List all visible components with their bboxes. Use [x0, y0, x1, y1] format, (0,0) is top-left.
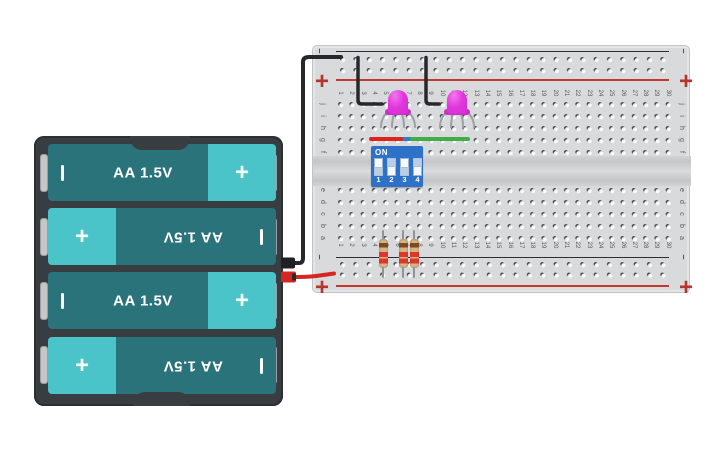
minus-terminal-icon [61, 164, 64, 181]
resistor-pin [413, 230, 416, 242]
resistor-pin [382, 230, 385, 242]
plus-terminal-icon: + [234, 158, 249, 186]
battery-pack[interactable]: AA 1.5V + + AA 1.5V AA 1.5V + + AA 1.5V [34, 136, 283, 406]
dip-switch-handle[interactable] [375, 159, 382, 167]
plus-terminal-icon: + [74, 222, 89, 250]
dip-switch-lever-3[interactable] [400, 158, 409, 176]
grid-holes-bottom[interactable] [334, 184, 674, 244]
battery-positive-cap: + [48, 208, 116, 265]
top-positive-rail-line [336, 79, 669, 81]
plus-terminal-icon: + [74, 351, 89, 379]
battery-contact-tab [40, 154, 48, 192]
top-negative-rail-line [336, 50, 669, 53]
minus-terminal-icon [260, 228, 263, 245]
connector-tip [292, 273, 296, 281]
pack-notch [130, 136, 190, 150]
resistor-pin [402, 267, 405, 278]
dip-switch-lever-2[interactable] [387, 158, 396, 176]
battery-contact-tab [40, 346, 48, 384]
bottom-negative-rail-line [336, 256, 669, 259]
dip-switch-handle[interactable] [414, 167, 421, 175]
led-dome [447, 90, 467, 114]
rail-to-led1-wire[interactable] [356, 55, 384, 106]
dip-switch-number: 3 [402, 175, 407, 184]
dip-switch-lever-4[interactable] [413, 158, 422, 176]
rgb-led-1[interactable] [376, 86, 420, 132]
dip-switch-handle[interactable] [401, 159, 408, 167]
pack-notch [133, 392, 190, 406]
bottom-positive-rail-line [336, 285, 669, 287]
dip-switch-handle[interactable] [388, 167, 395, 175]
resistor-pin [402, 230, 405, 242]
dip-switch-number: 2 [389, 175, 394, 184]
dip-switch-number: 4 [415, 175, 420, 184]
battery-positive-cap: + [208, 272, 276, 329]
battery-cell-1[interactable]: AA 1.5V + [48, 144, 276, 201]
resistor-body [409, 239, 419, 268]
resistor-3[interactable] [407, 227, 421, 279]
battery-positive-cap: + [48, 337, 116, 394]
dip-on-label: ON [375, 148, 388, 157]
rail-to-led2-wire[interactable] [424, 55, 441, 106]
plus-terminal-icon: + [234, 286, 249, 314]
resistor-body [378, 239, 388, 268]
battery-negative-wire[interactable] [291, 55, 343, 265]
battery-contact-tab [40, 282, 48, 320]
negative-wire-connector[interactable] [281, 257, 295, 269]
battery-cell-4[interactable]: + AA 1.5V [48, 337, 276, 394]
bottom-rail-holes[interactable] [336, 258, 670, 280]
dip-switch-lever-1[interactable] [374, 158, 383, 176]
battery-positive-wire[interactable] [294, 271, 336, 280]
battery-label: AA 1.5V [113, 164, 173, 181]
top-rail-holes[interactable] [336, 53, 670, 75]
resistor-pin [413, 267, 416, 278]
resistor-2[interactable] [396, 227, 410, 279]
battery-cell-3[interactable]: AA 1.5V + [48, 272, 276, 329]
resistor-pin [382, 267, 385, 278]
led-dome [388, 90, 408, 114]
battery-cell-2[interactable]: + AA 1.5V [48, 208, 276, 265]
battery-label: AA 1.5V [113, 292, 173, 309]
minus-terminal-icon [260, 357, 263, 374]
minus-terminal-icon [61, 292, 64, 309]
resistor-1[interactable] [376, 227, 390, 279]
battery-contact-tab [40, 218, 48, 256]
battery-positive-cap: + [208, 144, 276, 201]
resistor-body [398, 239, 408, 268]
dip-switch-number: 1 [376, 175, 381, 184]
rgb-led-2[interactable] [435, 86, 479, 132]
